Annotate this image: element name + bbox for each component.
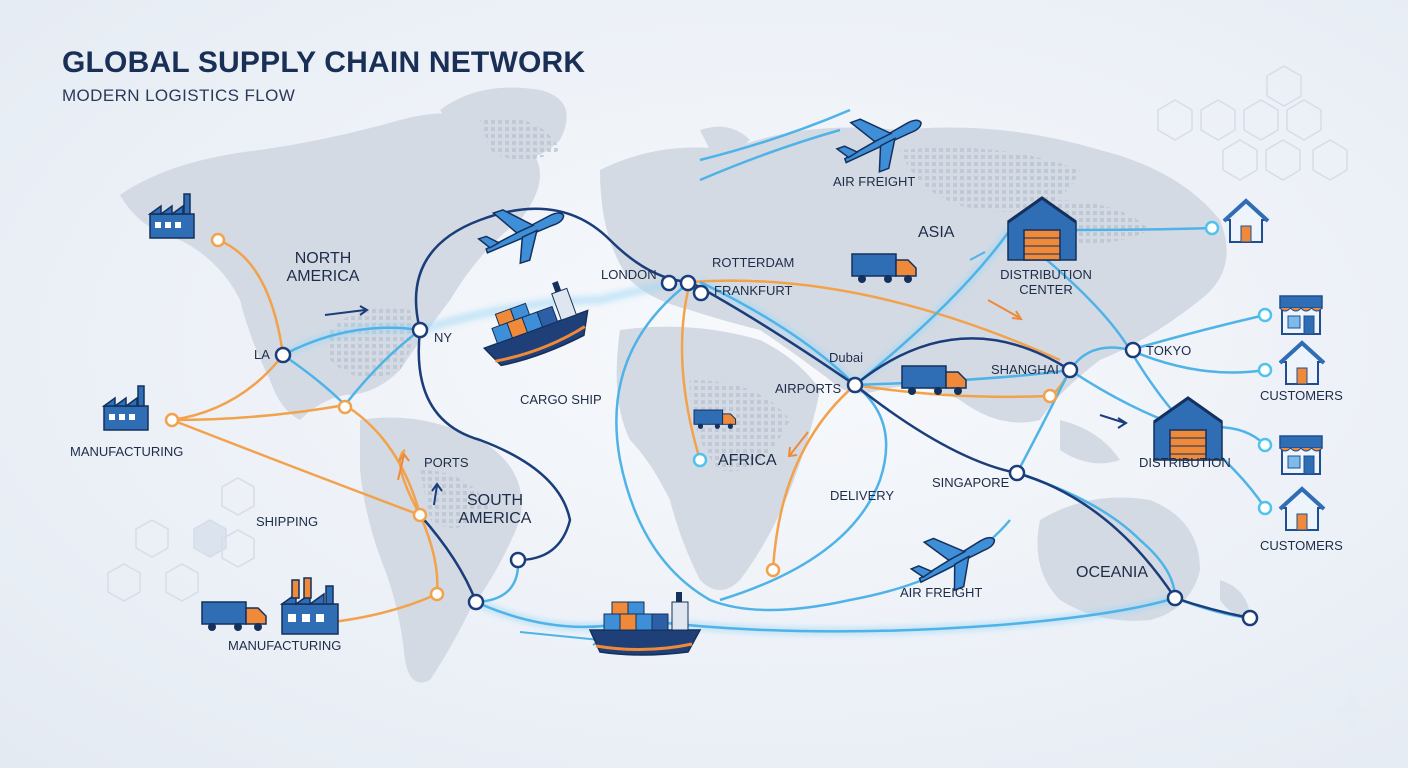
land-routes	[171, 238, 1072, 627]
factory-icon	[103, 385, 149, 431]
node-south-america-port	[467, 593, 485, 611]
node-singapore	[1008, 464, 1026, 482]
node-ports	[412, 507, 428, 523]
store-icon	[1279, 295, 1323, 335]
city-label-tokyo: TOKYO	[1146, 343, 1192, 358]
node-frankfurt	[692, 284, 710, 302]
city-label-shanghai: SHANGHAI	[991, 362, 1059, 377]
label-air-freight-top: AIR FREIGHT	[833, 174, 916, 189]
city-label-singapore: SINGAPORE	[932, 475, 1010, 490]
region-label-south-america: SOUTH AMERICA	[458, 492, 532, 528]
truck-icon	[201, 601, 267, 632]
warehouse-icon	[1152, 396, 1224, 462]
node-china-south	[1042, 388, 1058, 404]
flow-arrows	[324, 251, 1128, 646]
node-customer-store-1	[1257, 307, 1273, 323]
node-south-africa	[765, 562, 781, 578]
node-central-america	[337, 399, 353, 415]
label-airports: AIRPORTS	[775, 381, 842, 396]
label-manufacturing-south: MANUFACTURING	[228, 638, 342, 653]
node-rotterdam	[679, 274, 697, 292]
node-west-africa	[692, 452, 708, 468]
hexagon-decoration	[107, 65, 1348, 602]
label-shipping: SHIPPING	[256, 514, 319, 529]
label-customers-top: CUSTOMERS	[1260, 388, 1343, 403]
label-distribution-center: DISTRIBUTION CENTER	[1000, 267, 1092, 297]
city-label-ny: NY	[434, 330, 453, 345]
house-icon	[1278, 341, 1326, 386]
region-label-north-america: NORTH AMERICA	[286, 250, 360, 286]
city-label-london: LONDON	[601, 267, 657, 282]
sparkle-icon	[1333, 690, 1371, 730]
node-south-america-east	[509, 551, 527, 569]
city-label-dubai: Dubai	[829, 350, 863, 365]
node-la	[274, 346, 292, 364]
region-label-africa: AFRICA	[718, 452, 777, 469]
factory-icon	[281, 577, 339, 635]
cargo-ship-icon	[469, 273, 598, 374]
node-shanghai	[1061, 361, 1079, 379]
page-title: GLOBAL SUPPLY CHAIN NETWORK	[62, 46, 586, 79]
node-customer-house-1	[1257, 362, 1273, 378]
city-label-rotterdam: ROTTERDAM	[712, 255, 795, 270]
node-tokyo	[1124, 341, 1142, 359]
node-london	[660, 274, 678, 292]
city-label-frankfurt: FRANKFURT	[714, 283, 793, 298]
node-manufacturing	[164, 412, 180, 428]
node-customer-house-top	[1204, 220, 1220, 236]
node-customer-house-2	[1257, 500, 1273, 516]
label-manufacturing-west: MANUFACTURING	[70, 444, 184, 459]
house-icon	[1222, 199, 1270, 244]
label-cargo-ship: CARGO SHIP	[520, 392, 602, 407]
label-customers-bottom: CUSTOMERS	[1260, 538, 1343, 553]
label-delivery: DELIVERY	[830, 488, 895, 503]
label-distribution: DISTRIBUTION	[1139, 455, 1231, 470]
page-subtitle: MODERN LOGISTICS FLOW	[62, 86, 296, 105]
node-dubai	[846, 376, 864, 394]
node-new-zealand	[1241, 609, 1259, 627]
store-icon	[1279, 435, 1323, 475]
label-ports: PORTS	[424, 455, 469, 470]
node-oceania	[1166, 589, 1184, 607]
node-ny	[411, 321, 429, 339]
node-manufacturing-north	[210, 232, 226, 248]
label-air-freight-bottom: AIR FREIGHT	[900, 585, 983, 600]
house-icon	[1278, 487, 1326, 532]
node-customer-store-2	[1257, 437, 1273, 453]
region-label-asia: ASIA	[918, 224, 955, 241]
city-label-la: LA	[254, 347, 270, 362]
region-label-oceania: OCEANIA	[1076, 564, 1149, 581]
node-south-america-west	[429, 586, 445, 602]
cargo-ship-icon	[588, 590, 702, 657]
